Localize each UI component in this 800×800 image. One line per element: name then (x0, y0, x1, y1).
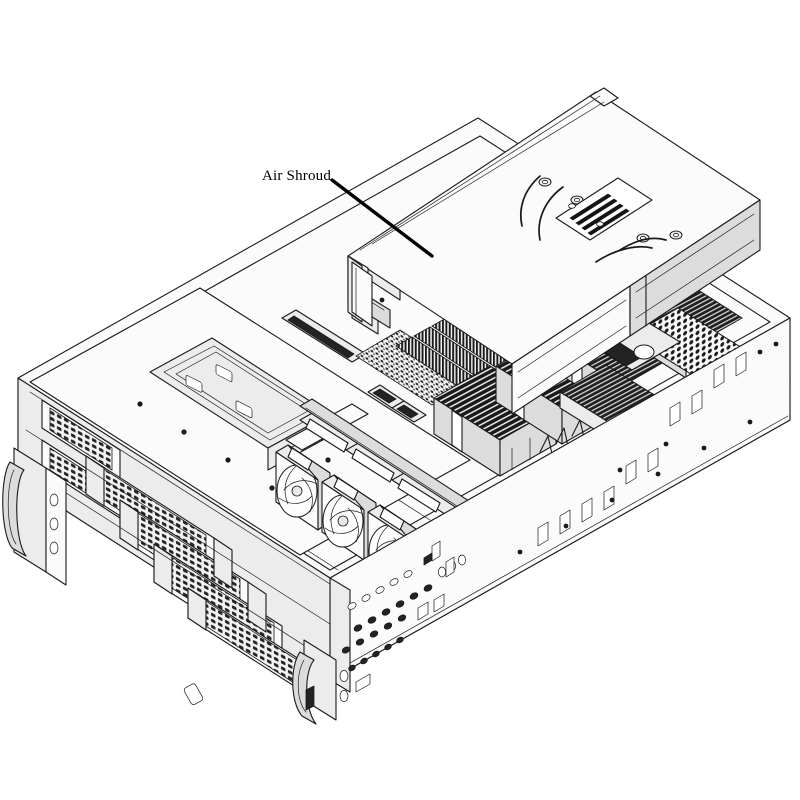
panel-indicators (341, 540, 466, 693)
label-plate-text (569, 193, 630, 236)
callout-label-air-shroud: Air Shroud (262, 168, 332, 184)
side-cutouts (537, 351, 747, 547)
front-drive-bays (17, 377, 331, 701)
reset-button (433, 593, 445, 613)
cooling-fan-bank (275, 398, 513, 591)
rack-ear-left[interactable] (2, 447, 67, 586)
cpu-heatsink-1 (433, 365, 557, 477)
callout-leader-line (330, 178, 434, 258)
rack-ear-right[interactable] (292, 639, 349, 725)
side-rivets (517, 341, 779, 555)
shroud-label-plate (555, 177, 653, 241)
power-button (417, 601, 429, 621)
ear-mount-holes (49, 493, 59, 555)
bay-dividers (213, 537, 267, 633)
air-shroud[interactable] (347, 87, 761, 415)
board-chips (367, 384, 427, 423)
right-side-panel (183, 317, 791, 705)
dimm-slots (395, 316, 523, 395)
airflow-arcs (520, 175, 667, 263)
fan-housing-row (299, 410, 465, 517)
shroud-underside (351, 261, 385, 327)
